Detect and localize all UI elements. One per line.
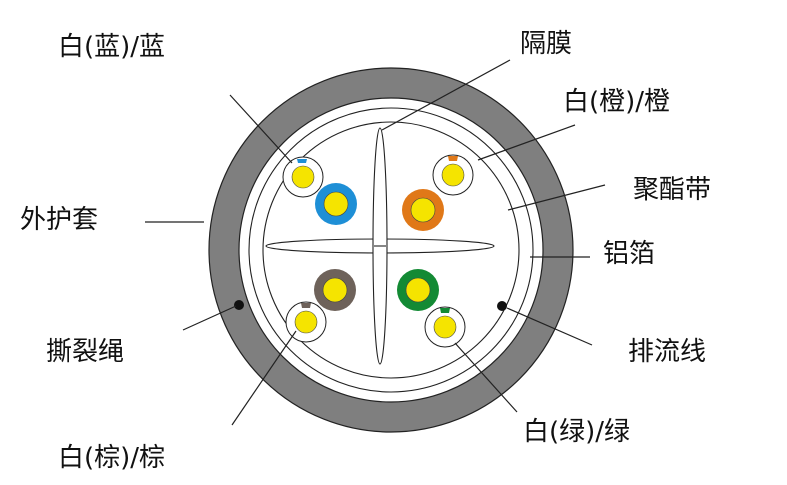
label-polyester-tape: 聚酯带	[633, 175, 711, 205]
label-white-green: 白(绿)/绿	[523, 417, 630, 447]
label-rip-cord: 撕裂绳	[46, 337, 124, 367]
label-white-orange: 白(橙)/橙	[563, 87, 670, 117]
aluminum-foil-layer	[248, 107, 534, 393]
label-separator: 隔膜	[520, 29, 572, 59]
white-brown-wire	[285, 301, 327, 343]
drain-wire	[497, 301, 507, 311]
polyester-tape-layer	[262, 121, 520, 379]
white-blue-wire	[282, 156, 324, 198]
brown-wire	[314, 269, 356, 311]
green-wire	[397, 269, 439, 311]
label-drain-wire: 排流线	[628, 337, 706, 367]
label-white-blue: 白(蓝)/蓝	[58, 32, 165, 62]
label-outer-jacket: 外护套	[20, 205, 98, 235]
white-green-wire	[424, 306, 466, 348]
orange-wire	[402, 189, 444, 231]
blue-wire	[315, 183, 357, 225]
label-aluminum-foil: 铝箔	[603, 239, 655, 269]
label-white-brown: 白(棕)/棕	[58, 443, 165, 473]
rip-cord	[234, 300, 244, 310]
white-orange-wire	[432, 154, 474, 196]
leader-lines	[145, 59, 606, 426]
